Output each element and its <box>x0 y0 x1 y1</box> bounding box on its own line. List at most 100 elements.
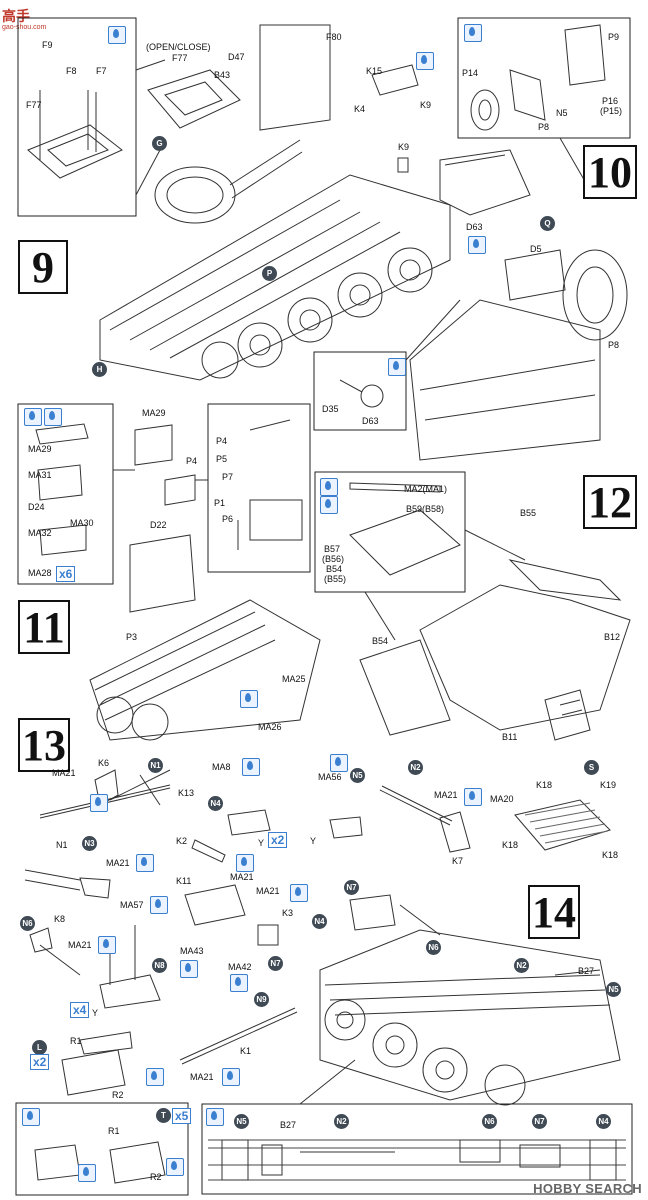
part-label: B54 <box>326 564 343 574</box>
part-label: B27 <box>280 1120 297 1130</box>
part-label: K11 <box>176 876 192 886</box>
part-label: B57 <box>324 544 341 554</box>
quantity-badge: x4 <box>70 1002 90 1018</box>
subassembly-marker-n4: N4 <box>208 796 223 811</box>
decal-icon <box>166 1158 184 1176</box>
hobby-search-watermark: HOBBY SEARCH <box>533 1181 642 1196</box>
part-label: F77 <box>26 100 42 110</box>
part-label: R2 <box>150 1172 162 1182</box>
subassembly-marker-n2: N2 <box>514 958 529 973</box>
paint-icon <box>388 358 406 376</box>
subassembly-marker-h: H <box>92 362 107 377</box>
part-label: MA8 <box>212 762 231 772</box>
part-label: MA32 <box>28 528 52 538</box>
part-label: N5 <box>556 108 568 118</box>
quantity-badge: x2 <box>268 832 288 848</box>
step-number-11: 11 <box>18 600 70 654</box>
part-label: B27 <box>578 966 595 976</box>
part-label: (B56) <box>322 554 345 564</box>
part-label: MA25 <box>282 674 306 684</box>
part-label: K13 <box>178 788 195 798</box>
part-label: MA21 <box>230 872 254 882</box>
part-label: F77 <box>172 53 188 63</box>
part-label: K9 <box>420 100 432 110</box>
paint-icon <box>90 794 108 812</box>
step-number-10: 10 <box>583 145 637 199</box>
subassembly-marker-n6: N6 <box>426 940 441 955</box>
part-label: K1 <box>240 1046 252 1056</box>
paint-icon <box>98 936 116 954</box>
part-label: D47 <box>228 52 245 62</box>
part-label: K2 <box>176 836 188 846</box>
subassembly-marker-n4: N4 <box>312 914 327 929</box>
part-label: P8 <box>538 122 550 132</box>
subassembly-marker-n8: N8 <box>152 958 167 973</box>
part-label: MA21 <box>106 858 130 868</box>
logo-subtext: gao-shou.com <box>2 24 47 31</box>
part-label: K3 <box>282 908 294 918</box>
part-label: R1 <box>108 1126 120 1136</box>
part-label: K18 <box>536 780 553 790</box>
part-label: K8 <box>54 914 66 924</box>
part-label: MA29 <box>142 408 166 418</box>
paint-icon <box>240 690 258 708</box>
subassembly-marker-t: T <box>156 1108 171 1123</box>
subassembly-marker-n1: N1 <box>148 758 163 773</box>
part-label: (P15) <box>600 106 623 116</box>
part-label: R1 <box>70 1036 82 1046</box>
part-label: B55 <box>520 508 537 518</box>
subassembly-marker-g: G <box>152 136 167 151</box>
subassembly-marker-q: Q <box>540 216 555 231</box>
subassembly-marker-n5: N5 <box>606 982 621 997</box>
subassembly-marker-n2: N2 <box>334 1114 349 1129</box>
part-label: F8 <box>66 66 77 76</box>
part-label: P7 <box>222 472 234 482</box>
subassembly-marker-n5: N5 <box>350 768 365 783</box>
part-label: B11 <box>502 732 518 742</box>
step-number-9: 9 <box>18 240 68 294</box>
part-label: MA21 <box>256 886 280 896</box>
part-label: K9 <box>398 142 410 152</box>
subassembly-marker-n5: N5 <box>234 1114 249 1129</box>
part-label: (B55) <box>324 574 347 584</box>
part-label: MA21 <box>52 768 76 778</box>
part-label: K6 <box>98 758 110 768</box>
subassembly-marker-n7: N7 <box>268 956 283 971</box>
site-logo: 高手 gao-shou.com <box>2 6 46 31</box>
subassembly-marker-n4: N4 <box>596 1114 611 1129</box>
part-label: P14 <box>462 68 479 78</box>
part-label: MA28 <box>28 568 52 578</box>
paint-icon <box>24 408 42 426</box>
paint-icon <box>320 496 338 514</box>
part-label: MA56 <box>318 772 342 782</box>
step-number-12: 12 <box>583 475 637 529</box>
paint-icon <box>416 52 434 70</box>
paint-icon <box>108 26 126 44</box>
paint-icon <box>464 788 482 806</box>
part-label: MA21 <box>434 790 458 800</box>
part-label: MA30 <box>70 518 94 528</box>
part-label: MA20 <box>490 794 514 804</box>
part-label: D63 <box>362 416 379 426</box>
paint-icon <box>236 854 254 872</box>
open-close-note: (OPEN/CLOSE) <box>146 42 211 52</box>
subassembly-marker-n7: N7 <box>344 880 359 895</box>
paint-icon <box>222 1068 240 1086</box>
part-label: Y <box>310 836 317 846</box>
subassembly-marker-n3: N3 <box>82 836 97 851</box>
part-label: D22 <box>150 520 167 530</box>
part-label: Y <box>92 1008 99 1018</box>
part-label: K15 <box>366 66 383 76</box>
part-label: P5 <box>216 454 228 464</box>
paint-icon <box>78 1164 96 1182</box>
part-label: B54 <box>372 636 389 646</box>
part-label: D63 <box>466 222 483 232</box>
subassembly-marker-n7: N7 <box>532 1114 547 1129</box>
paint-icon <box>180 960 198 978</box>
part-label: B12 <box>604 632 621 642</box>
paint-icon <box>290 884 308 902</box>
paint-icon <box>136 854 154 872</box>
part-label: D5 <box>530 244 542 254</box>
part-label: MA26 <box>258 722 282 732</box>
